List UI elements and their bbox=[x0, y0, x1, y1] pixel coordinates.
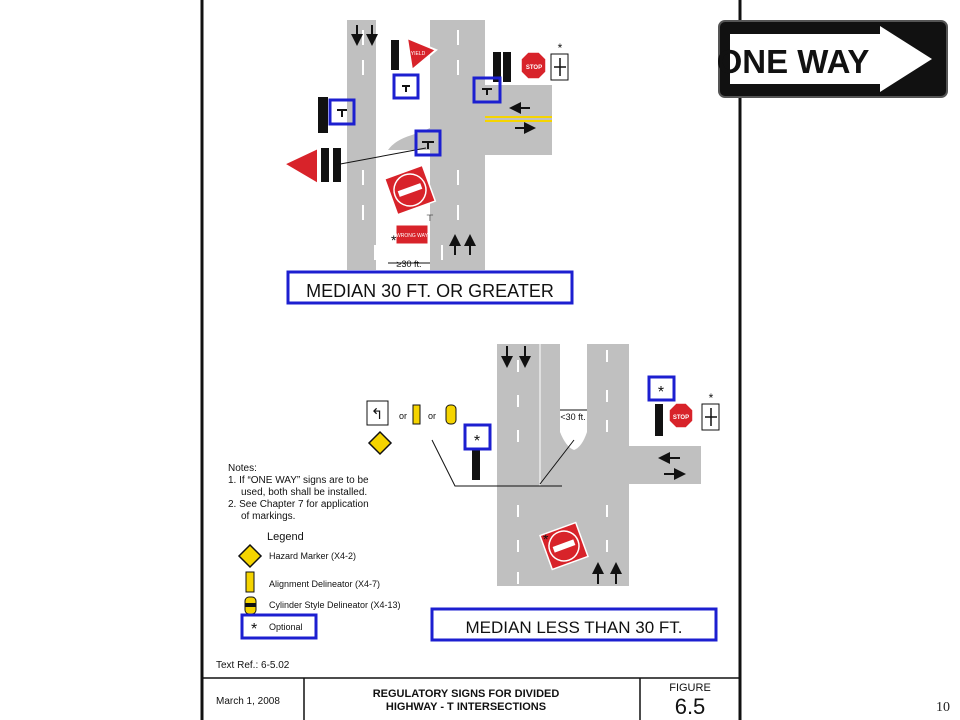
notes-line-2: used, both shall be installed. bbox=[241, 487, 367, 498]
title-block: March 1, 2008 REGULATORY SIGNS FOR DIVID… bbox=[202, 677, 740, 720]
title-block-line-1: REGULATORY SIGNS FOR DIVIDED bbox=[373, 688, 560, 700]
one-way-small-sign-4 bbox=[318, 97, 328, 133]
legend-item-optional: Optional bbox=[269, 622, 303, 632]
one-way-sign-text: ONE WAY bbox=[717, 43, 870, 80]
bottom-median bbox=[560, 344, 587, 450]
stop-sign-top-text: STOP bbox=[526, 65, 542, 71]
legend: Legend Hazard Marker (X4-2) Alignment De… bbox=[237, 531, 401, 640]
legend-item-hazard: Hazard Marker (X4-2) bbox=[269, 551, 356, 561]
stop-sign-bottom-text: STOP bbox=[673, 415, 689, 421]
wrong-way-sign bbox=[395, 224, 429, 245]
dimension-top: ≥30 ft. bbox=[397, 259, 422, 269]
highlight-top-1 bbox=[392, 73, 420, 100]
do-not-enter-top bbox=[383, 164, 437, 216]
bottom-cross-road bbox=[497, 446, 701, 484]
notes-line-4: of markings. bbox=[241, 511, 295, 522]
one-way-small-sign-1 bbox=[391, 40, 399, 70]
slide-number: 10 bbox=[936, 700, 950, 715]
figure-number: 6.5 bbox=[675, 694, 706, 719]
asterisk-bottom-2: * bbox=[543, 531, 549, 547]
highlight-top-2 bbox=[472, 76, 502, 104]
notes-heading: Notes: bbox=[228, 463, 257, 474]
one-way-small-sign-3 bbox=[503, 52, 511, 82]
stop-sign-bottom bbox=[668, 402, 694, 429]
caption-top-box bbox=[286, 270, 574, 305]
one-way-small-sign-5 bbox=[321, 148, 329, 182]
cylinder-delineator-icon bbox=[445, 404, 457, 425]
asterisk-top-1: * bbox=[558, 41, 563, 55]
hazard-marker-icon bbox=[367, 430, 393, 456]
dimension-bottom: <30 ft. bbox=[560, 412, 585, 422]
legend-item-cylinder: Cylinder Style Delineator (X4-13) bbox=[269, 600, 401, 610]
legend-alignment-icon bbox=[245, 571, 255, 593]
legend-item-alignment: Alignment Delineator (X4-7) bbox=[269, 579, 380, 589]
one-way-small-sign-b1 bbox=[655, 404, 663, 436]
title-block-date: March 1, 2008 bbox=[216, 696, 280, 707]
diagram-bottom: <30 ft. STOP * * ↰ or or * bbox=[366, 344, 720, 642]
keep-right-sign bbox=[366, 400, 389, 426]
notes-line-1: 1. If “ONE WAY” signs are to be bbox=[228, 475, 369, 486]
asterisk-top-2: * bbox=[391, 232, 397, 248]
legend-hazard-icon bbox=[237, 543, 263, 569]
wrong-way-text: WRONG WAY bbox=[396, 233, 429, 239]
caption-top: MEDIAN 30 FT. OR GREATER bbox=[306, 281, 554, 301]
yield-sign-top bbox=[405, 36, 438, 72]
legend-title: Legend bbox=[267, 531, 304, 543]
yield-sign-left bbox=[281, 146, 319, 186]
or-label-1: or bbox=[399, 411, 407, 421]
do-not-enter-bottom bbox=[539, 521, 589, 571]
leader-line-top bbox=[334, 147, 427, 166]
or-label-2: or bbox=[428, 411, 436, 421]
notes-line-3: 2. See Chapter 7 for application bbox=[228, 499, 369, 510]
svg-text:⊤: ⊤ bbox=[426, 213, 434, 223]
asterisk-bottom-1: * bbox=[709, 391, 714, 405]
highlight-bottom-1 bbox=[647, 375, 676, 402]
svg-text:↰: ↰ bbox=[371, 406, 384, 423]
leader-line-bottom bbox=[431, 439, 562, 487]
notes: Notes: 1. If “ONE WAY” signs are to be u… bbox=[228, 463, 369, 522]
legend-optional-box bbox=[240, 613, 318, 640]
highlight-top-4 bbox=[414, 129, 442, 157]
one-way-sign: ONE WAY bbox=[717, 20, 948, 98]
asterisk-highlight-1: * bbox=[658, 384, 664, 401]
stop-sign-top bbox=[520, 51, 547, 80]
text-ref: Text Ref.: 6-5.02 bbox=[216, 660, 290, 671]
diagram-top: YIELD STOP * WRONG WAY * ⊤ ≥30 bbox=[281, 20, 574, 305]
caption-bottom: MEDIAN LESS THAN 30 FT. bbox=[466, 618, 683, 637]
one-way-small-sign-b2 bbox=[472, 448, 480, 480]
highlight-top-3 bbox=[328, 98, 356, 126]
yield-sign-top-text: YIELD bbox=[411, 51, 426, 57]
legend-optional-asterisk: * bbox=[251, 621, 257, 638]
figure-label: FIGURE bbox=[669, 682, 711, 694]
asterisk-highlight-2: * bbox=[474, 433, 480, 450]
caption-bottom-box bbox=[430, 607, 718, 642]
alignment-delineator-icon bbox=[412, 404, 421, 425]
highlight-bottom-2 bbox=[463, 423, 492, 451]
one-way-small-sign-2 bbox=[493, 52, 501, 82]
title-block-line-2: HIGHWAY - T INTERSECTIONS bbox=[386, 701, 546, 713]
